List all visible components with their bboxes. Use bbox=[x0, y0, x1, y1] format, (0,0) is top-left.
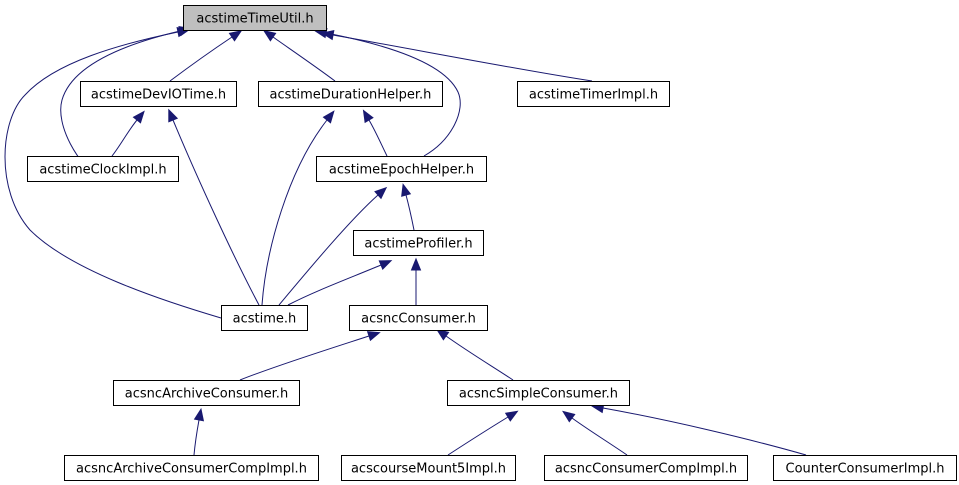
node-simple[interactable]: acsncSimpleConsumer.h bbox=[447, 380, 630, 406]
edge-mount-to-simple bbox=[447, 410, 519, 456]
edge-profiler-to-epoch bbox=[401, 183, 415, 231]
node-consumer[interactable]: acsncConsumer.h bbox=[349, 305, 488, 331]
arrow-head bbox=[228, 30, 243, 42]
node-box bbox=[80, 81, 237, 107]
node-timer[interactable]: acstimeTimerImpl.h bbox=[517, 81, 670, 107]
arrow-head bbox=[562, 410, 576, 423]
edge-line bbox=[4, 31, 222, 319]
node-box bbox=[349, 305, 488, 331]
nodes-layer: acstimeTimeUtil.h acstimeDevIOTime.h acsti… bbox=[27, 5, 957, 481]
node-box bbox=[353, 230, 484, 256]
arrow-head bbox=[262, 29, 277, 42]
node-duration[interactable]: acstimeDurationHelper.h bbox=[258, 81, 443, 107]
node-compimpl[interactable]: acsncConsumerCompImpl.h bbox=[544, 455, 748, 481]
arrow-head bbox=[168, 108, 179, 123]
arrow-head bbox=[401, 183, 412, 197]
node-box bbox=[316, 156, 487, 182]
node-label: acsncConsumer.h bbox=[361, 312, 476, 327]
edge-acstime-to-epoch bbox=[278, 186, 388, 306]
arrow-head bbox=[193, 407, 205, 422]
node-label: acstimeTimerImpl.h bbox=[529, 88, 658, 103]
node-label: acsncArchiveConsumerCompImpl.h bbox=[76, 462, 307, 477]
node-label: CounterConsumerImpl.h bbox=[786, 462, 945, 477]
node-timeutil: acstimeTimeUtil.h bbox=[183, 5, 327, 31]
node-label: acscourseMount5Impl.h bbox=[351, 462, 506, 477]
edge-line bbox=[193, 419, 200, 456]
node-label: acstime.h bbox=[233, 312, 297, 327]
edge-line bbox=[111, 119, 138, 157]
node-label: acstimeTimeUtil.h bbox=[196, 12, 313, 27]
edge-acstime-to-devio bbox=[168, 108, 260, 306]
node-epoch[interactable]: acstimeEpochHelper.h bbox=[316, 156, 487, 182]
arrow-head bbox=[504, 410, 519, 422]
edge-consumer-to-profiler bbox=[410, 257, 422, 305]
node-box bbox=[221, 305, 308, 331]
edge-line bbox=[278, 194, 379, 306]
edge-line bbox=[602, 407, 807, 456]
node-label: acsncArchiveConsumer.h bbox=[125, 387, 288, 402]
node-counter[interactable]: CounterConsumerImpl.h bbox=[773, 455, 957, 481]
node-box bbox=[258, 81, 443, 107]
node-label: acstimeProfiler.h bbox=[364, 237, 472, 252]
edge-line bbox=[261, 119, 328, 306]
arrow-head bbox=[362, 109, 374, 124]
arrow-head bbox=[374, 186, 388, 200]
node-label: acsncSimpleConsumer.h bbox=[459, 387, 618, 402]
arrow-head bbox=[322, 110, 335, 124]
edge-line bbox=[169, 36, 233, 82]
node-clock[interactable]: acstimeClockImpl.h bbox=[27, 156, 179, 182]
edge-line bbox=[272, 36, 336, 82]
edge-line bbox=[239, 335, 370, 381]
edge-acstime-to-profiler bbox=[287, 260, 393, 306]
node-label: acstimeDurationHelper.h bbox=[270, 88, 432, 103]
node-box bbox=[773, 455, 957, 481]
node-box bbox=[183, 5, 327, 31]
node-archive[interactable]: acsncArchiveConsumer.h bbox=[113, 380, 300, 406]
arrow-head bbox=[366, 331, 381, 342]
edge-acstime-to-duration bbox=[261, 110, 335, 306]
edge-compimpl-to-simple bbox=[562, 410, 628, 456]
edge-line bbox=[445, 335, 514, 381]
node-box bbox=[64, 455, 319, 481]
edge-clock-to-devio bbox=[111, 110, 145, 157]
edge-line bbox=[172, 119, 260, 306]
arrow-head bbox=[132, 110, 145, 124]
edge-devio-to-timeutil bbox=[169, 30, 243, 82]
edge-archimpl-to-archive bbox=[193, 407, 205, 456]
edge-line bbox=[332, 34, 593, 82]
node-acstime[interactable]: acstime.h bbox=[221, 305, 308, 331]
edge-archive-to-consumer bbox=[239, 331, 381, 381]
edge-duration-to-timeutil bbox=[262, 29, 336, 82]
edge-counter-to-simple bbox=[590, 402, 807, 456]
node-devio[interactable]: acstimeDevIOTime.h bbox=[80, 81, 237, 107]
node-box bbox=[447, 380, 630, 406]
node-box bbox=[113, 380, 300, 406]
node-profiler[interactable]: acstimeProfiler.h bbox=[353, 230, 484, 256]
node-archimpl[interactable]: acsncArchiveConsumerCompImpl.h bbox=[64, 455, 319, 481]
node-label: acsncConsumerCompImpl.h bbox=[555, 462, 737, 477]
edge-line bbox=[447, 416, 509, 456]
arrow-head bbox=[378, 260, 393, 270]
edge-line bbox=[571, 417, 628, 456]
edge-line bbox=[287, 264, 382, 306]
edge-simple-to-consumer bbox=[435, 328, 514, 381]
edge-timer-to-timeutil bbox=[320, 29, 593, 82]
node-mount[interactable]: acscourseMount5Impl.h bbox=[341, 455, 516, 481]
node-label: acstimeDevIOTime.h bbox=[91, 88, 226, 103]
node-box bbox=[27, 156, 179, 182]
node-box bbox=[544, 455, 748, 481]
edge-line bbox=[368, 119, 388, 157]
arrow-head bbox=[435, 328, 450, 341]
edge-epoch-to-duration bbox=[362, 109, 388, 157]
node-box bbox=[341, 455, 516, 481]
edge-line bbox=[405, 194, 415, 231]
node-label: acstimeClockImpl.h bbox=[39, 163, 166, 178]
node-box bbox=[517, 81, 670, 107]
node-label: acstimeEpochHelper.h bbox=[329, 163, 474, 178]
edge-line bbox=[325, 32, 461, 157]
arrow-head bbox=[410, 257, 422, 271]
